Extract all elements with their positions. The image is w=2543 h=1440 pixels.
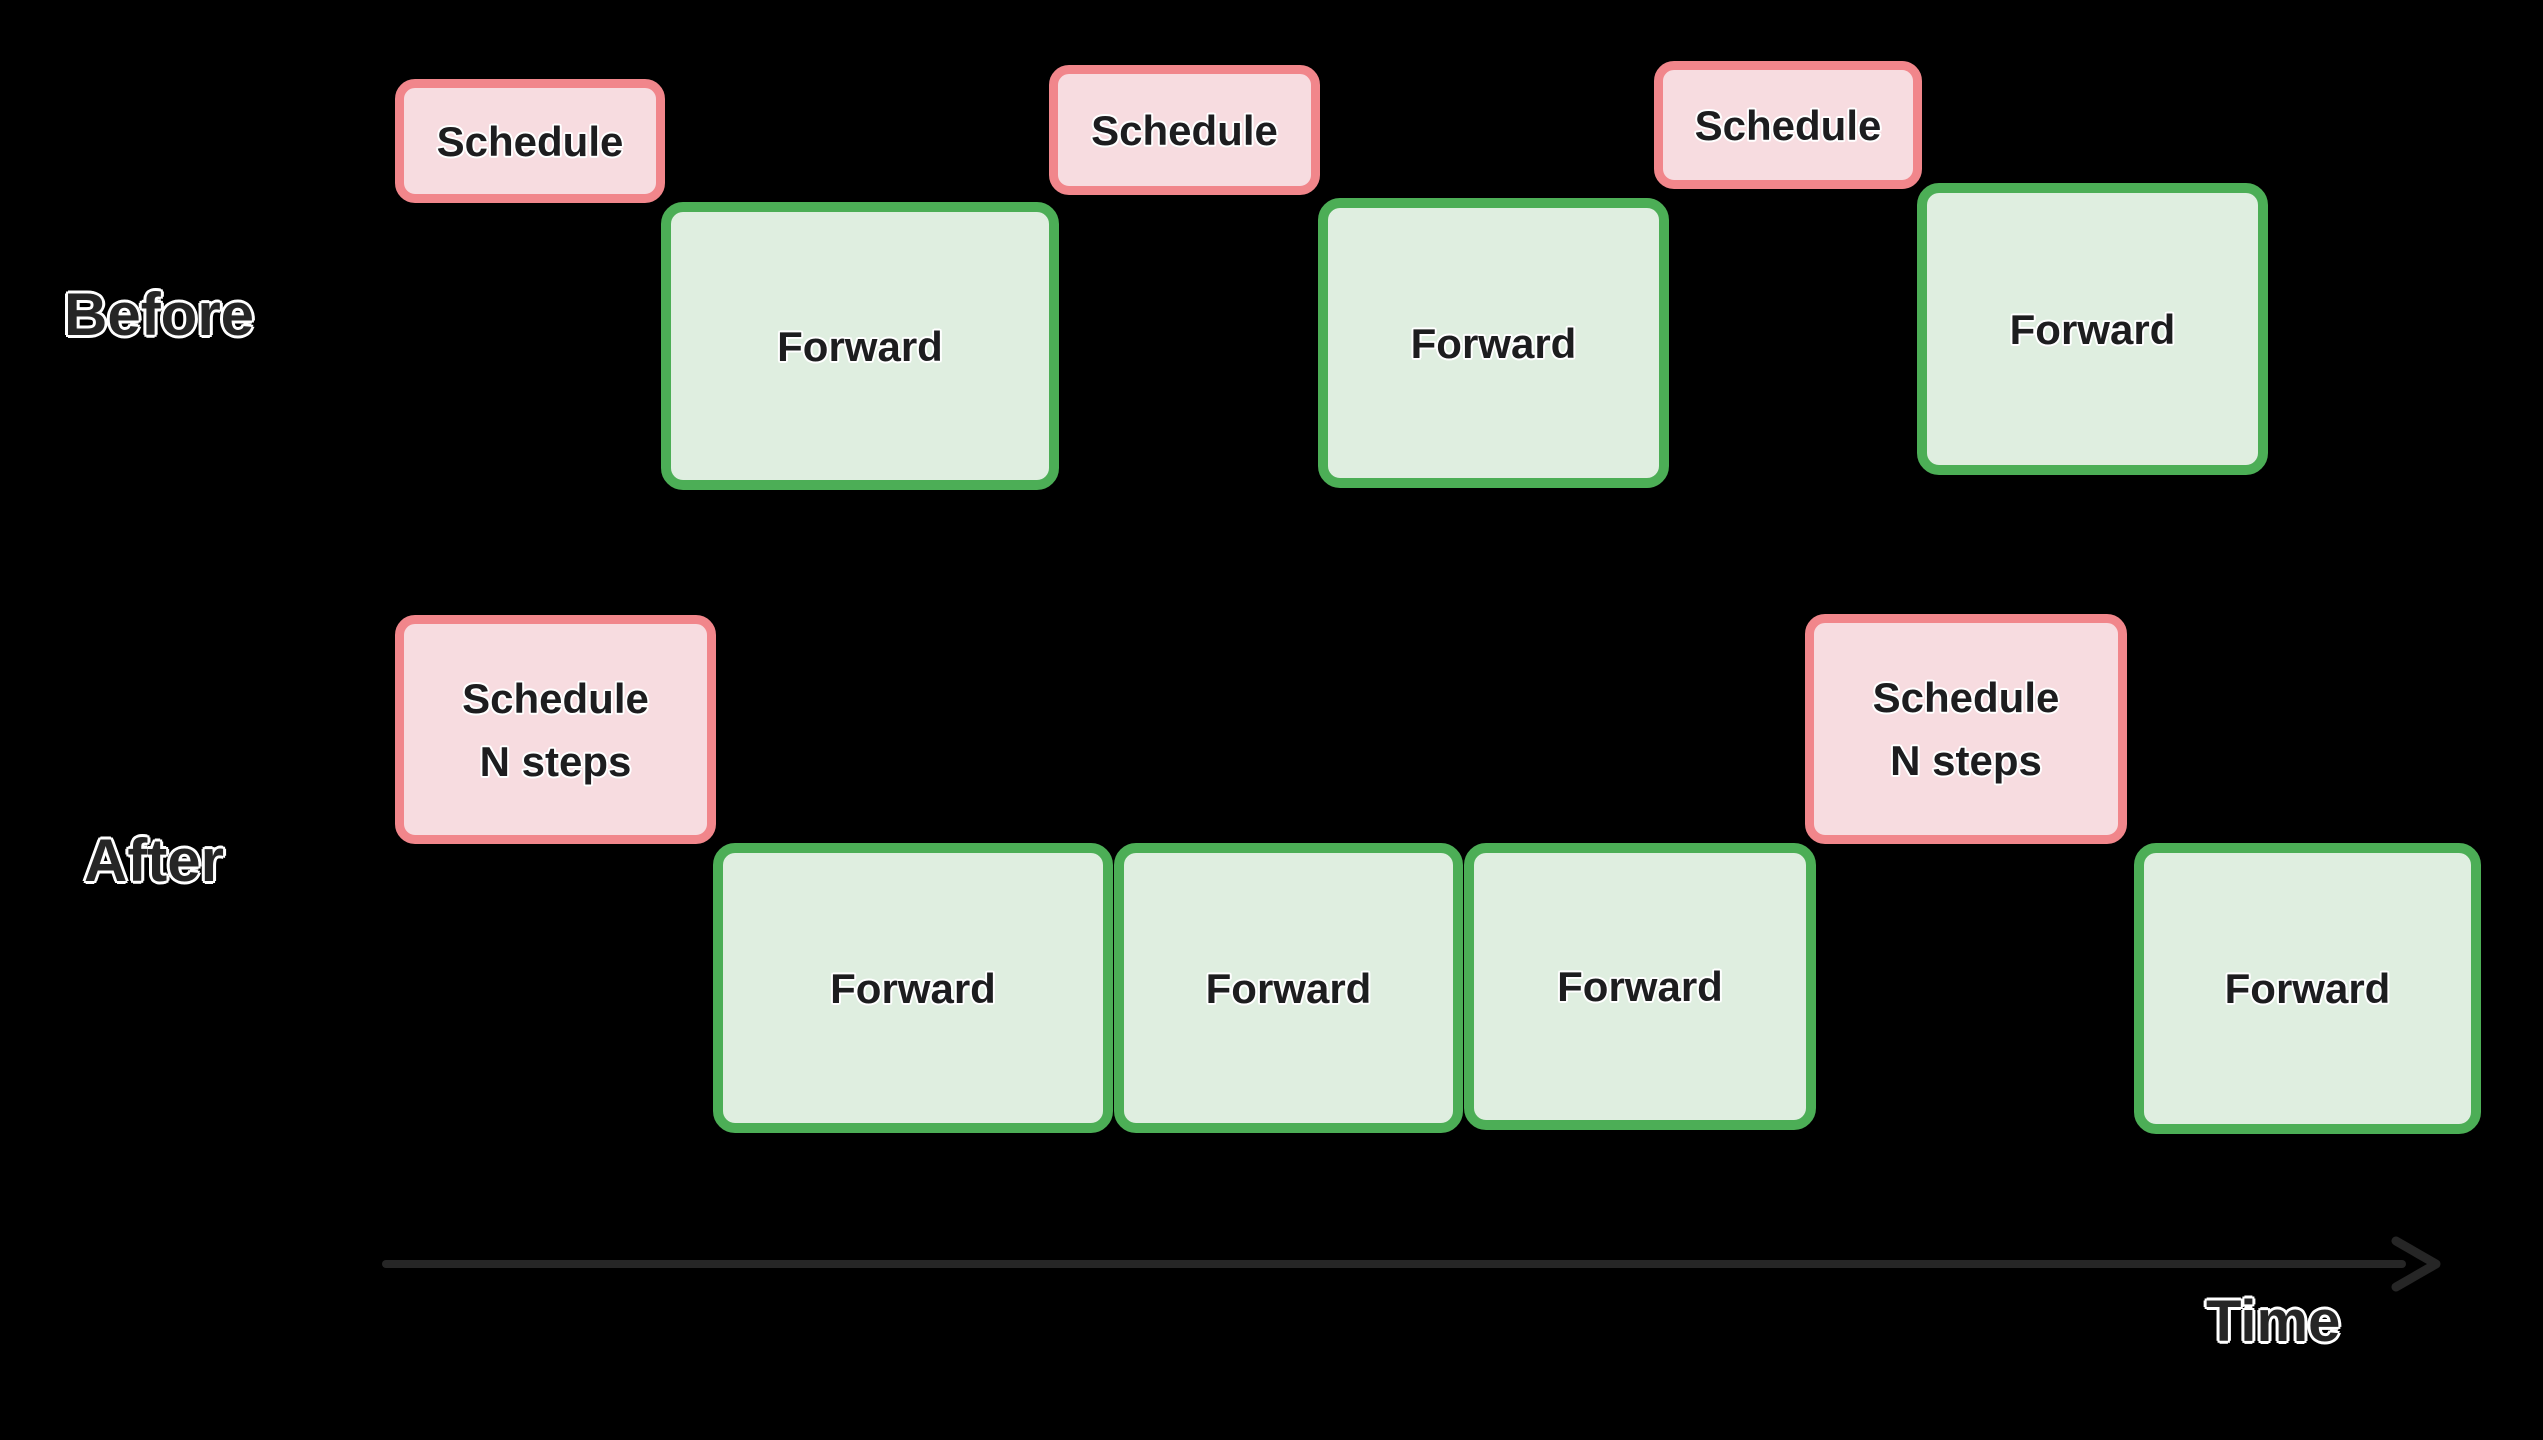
schedule-nsteps-line1: Schedule: [462, 674, 649, 722]
after-forward-box-1: Forward: [713, 843, 1113, 1133]
before-row-label: Before: [64, 281, 255, 348]
schedule-box-label: Schedule: [1694, 101, 1882, 149]
before-forward-box-3: Forward: [1917, 183, 2268, 475]
after-forward-box-2: Forward: [1114, 843, 1463, 1133]
before-schedule-box-1: Schedule: [395, 79, 665, 203]
forward-box-label: Forward: [777, 322, 943, 370]
schedule-box-label: Schedule: [1091, 106, 1278, 154]
before-schedule-box-3: Schedule: [1654, 61, 1922, 189]
time-axis-arrow-icon: [382, 1236, 2441, 1292]
forward-box-label: Forward: [1410, 319, 1577, 367]
after-row-label: After: [84, 827, 225, 894]
time-axis-label: Time: [2206, 1289, 2341, 1354]
time-axis-arrowhead: [2391, 1236, 2441, 1292]
forward-box-label: Forward: [1557, 963, 1723, 1010]
forward-box-label: Forward: [2224, 965, 2391, 1012]
schedule-nsteps-box-label: Schedule N steps: [1873, 666, 2060, 792]
after-forward-box-4: Forward: [2134, 843, 2481, 1134]
before-forward-box-2: Forward: [1318, 198, 1669, 488]
schedule-nsteps-line2: N steps: [479, 737, 632, 785]
forward-box-label: Forward: [830, 964, 996, 1012]
schedule-nsteps-box-label: Schedule N steps: [462, 667, 649, 793]
schedule-nsteps-line1: Schedule: [1872, 674, 2060, 721]
schedule-box-label: Schedule: [436, 117, 624, 165]
after-forward-box-3: Forward: [1464, 843, 1816, 1130]
after-schedule-nsteps-box-2: Schedule N steps: [1805, 614, 2127, 844]
forward-box-label: Forward: [2009, 305, 2176, 353]
before-forward-box-1: Forward: [661, 202, 1059, 490]
forward-box-label: Forward: [1205, 964, 1372, 1012]
before-schedule-box-2: Schedule: [1049, 65, 1320, 195]
after-schedule-nsteps-box-1: Schedule N steps: [395, 615, 716, 844]
schedule-nsteps-line2: N steps: [1890, 737, 2042, 784]
